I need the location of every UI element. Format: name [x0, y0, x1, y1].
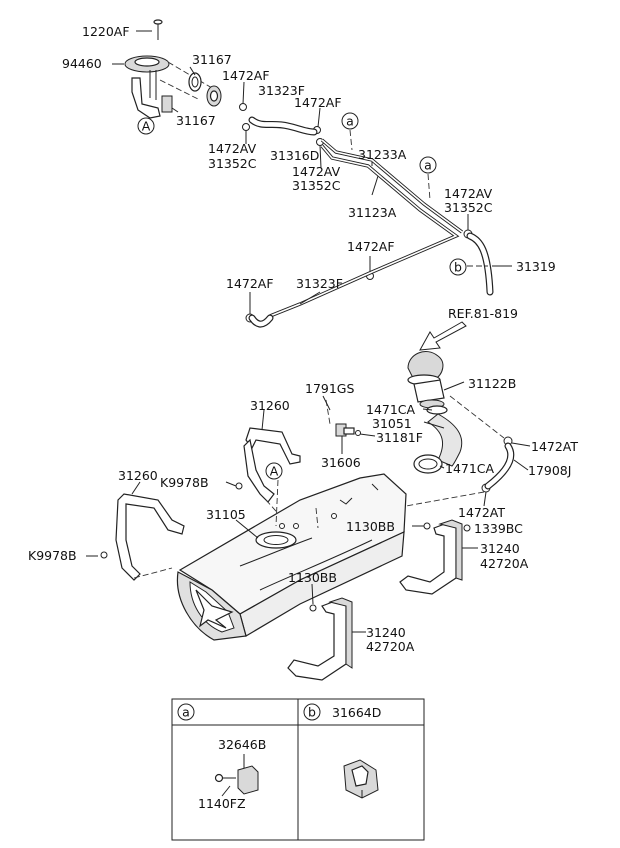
- svg-text:a: a: [424, 158, 432, 173]
- label-42720A-2: 42720A: [366, 639, 415, 654]
- label-31240-2: 31240: [366, 625, 406, 640]
- legend-b-header: b 31664D: [303, 703, 381, 721]
- label-31260-1: 31260: [250, 398, 290, 413]
- clip-31664D-icon: [343, 759, 379, 799]
- label-42720A-1: 42720A: [480, 556, 529, 571]
- label-31051: 31051: [372, 416, 412, 431]
- label-31167a: 31167: [192, 52, 232, 67]
- label-31606: 31606: [321, 455, 361, 470]
- marker-b-mid: b: [449, 258, 467, 276]
- label-K9978B-2: K9978B: [28, 548, 77, 563]
- clip-32646B-icon: [214, 754, 259, 797]
- label-31181F: 31181F: [376, 430, 423, 445]
- label-1339BC: 1339BC: [474, 521, 523, 536]
- label-31323F-1: 31323F: [258, 83, 305, 98]
- label-1472AF-2: 1472AF: [294, 95, 342, 110]
- fuel-hoses-and-lines: [239, 81, 512, 328]
- label-94460: 94460: [62, 56, 102, 71]
- tank-bracket-right: [399, 519, 478, 595]
- label-1472AV-3: 1472AV: [444, 186, 493, 201]
- label-1471CA-1: 1471CA: [366, 402, 416, 417]
- filler-neck-assembly: [405, 321, 531, 529]
- label-17908J: 17908J: [528, 463, 571, 478]
- label-1472AV-2: 1472AV: [292, 164, 341, 179]
- label-1472AF-4: 1472AF: [226, 276, 274, 291]
- label-31105: 31105: [206, 507, 246, 522]
- legend-part-1140FZ: 1140FZ: [198, 796, 246, 811]
- svg-text:b: b: [454, 260, 462, 275]
- legend-part-31664D: 31664D: [332, 705, 381, 720]
- label-31122B: 31122B: [468, 376, 516, 391]
- label-31167b: 31167: [176, 113, 216, 128]
- label-1471CA-2: 1471CA: [445, 461, 495, 476]
- label-1130BB-1: 1130BB: [346, 519, 395, 534]
- fuel-tank-31105: [176, 473, 471, 641]
- label-1472AF-3: 1472AF: [347, 239, 395, 254]
- svg-text:a: a: [182, 705, 190, 720]
- label-31123A: 31123A: [348, 205, 397, 220]
- clamp-1472AF: [239, 103, 247, 111]
- label-1791GS: 1791GS: [305, 381, 354, 396]
- label-31352C-3: 31352C: [444, 200, 493, 215]
- marker-A-top: A: [137, 117, 155, 135]
- label-1472AT-1: 1472AT: [531, 439, 578, 454]
- valve-31606: [322, 395, 376, 454]
- svg-text:A: A: [270, 464, 279, 479]
- label-31319: 31319: [516, 259, 556, 274]
- label-31352C-2: 31352C: [292, 178, 341, 193]
- legend-a-header: a: [177, 703, 195, 721]
- tank-bracket-lower: [287, 597, 366, 681]
- marker-a-mid1: a: [341, 112, 359, 130]
- label-31260-2: 31260: [118, 468, 158, 483]
- svg-text:b: b: [308, 705, 316, 720]
- legend-table: a b 31664D 32646B 1140FZ: [171, 698, 425, 841]
- label-1472AV-1: 1472AV: [208, 141, 257, 156]
- svg-text:A: A: [142, 119, 151, 134]
- marker-a-mid2: a: [419, 156, 437, 174]
- marker-A-tank: A: [265, 462, 283, 480]
- label-1472AT-2: 1472AT: [458, 505, 505, 520]
- clamp-1472AV: [242, 123, 250, 131]
- label-1130BB-2: 1130BB: [288, 570, 337, 585]
- label-31316D: 31316D: [270, 148, 319, 163]
- svg-text:a: a: [346, 114, 354, 129]
- tank-strap-lower: [86, 481, 185, 581]
- fuel-pump-assembly: [112, 19, 222, 119]
- label-1220AF: 1220AF: [82, 24, 130, 39]
- legend-part-32646B: 32646B: [218, 737, 266, 752]
- label-31352C-1: 31352C: [208, 156, 257, 171]
- label-ref: REF.81-819: [448, 306, 518, 321]
- label-31233A: 31233A: [358, 147, 407, 162]
- label-31323F-2: 31323F: [296, 276, 343, 291]
- label-31240-1: 31240: [480, 541, 520, 556]
- label-1472AF-1: 1472AF: [222, 68, 270, 83]
- tank-strap-upper: [225, 409, 301, 521]
- label-K9978B-1: K9978B: [160, 475, 209, 490]
- part-labels: 1220AF 94460 31167 31167 1472AF 31323F 1…: [28, 24, 578, 654]
